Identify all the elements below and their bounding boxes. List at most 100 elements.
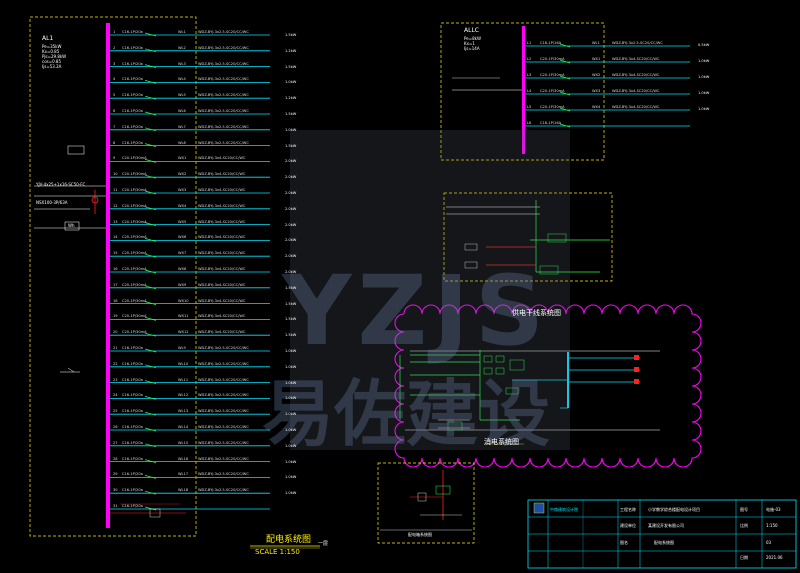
tb-label-drawing: 图名 [620,540,628,545]
circuit-cable: WDZ-BYJ-3x4-SC20/CC/WC [198,172,246,177]
param-line: Pe=35kW [42,44,62,49]
drawing-scale: SCALE 1:150 [255,548,300,556]
breaker-symbol [144,253,157,258]
circuit-cable: WDZ-BYJ-3x2.5-SC20/CC/WC [198,393,249,398]
tb-label-no: 图号 [740,507,748,512]
circuit-cable: WDZ-BYJ-3x4-SC20/CC/WC [198,330,246,335]
breaker-symbol [559,59,571,64]
circuit-number: 6 [113,109,116,113]
title-block [527,499,797,569]
breaker-symbol [559,107,571,112]
breaker-symbol [144,269,157,274]
circuit-load: 1.0kW [698,59,710,63]
circuit-code: WL16 [178,456,189,461]
circuit-load: 1.0kW [285,475,297,480]
circuit-code: WX8 [178,267,187,271]
circuit-number: 18 [113,298,118,303]
breaker-symbol [144,459,157,463]
circuit-breaker: C16-1P/20a [122,472,143,477]
fire-system-cloud [394,304,702,468]
circuit-number: 8 [113,140,116,145]
circuit-breaker: C20-1P/30mA [540,105,565,109]
circuit-load: 1.5kW [285,112,297,116]
circuit-code: WX12 [178,330,189,335]
circuit-number: 5 [113,93,116,98]
circuit-breaker: C16-1P/20a [122,409,143,414]
circuit-load: 2.0kW [285,191,297,195]
panel-al1-label: AL1 [42,35,54,42]
circuit-breaker: C20-1P/30mA [122,235,147,240]
left-feeders [110,32,270,511]
panel-al1-params: Pe=35kW Kx=0.85 Pjs=29.8kW cos=0.85 Ijs=… [42,44,66,69]
param-line: cos=0.85 [42,59,61,64]
circuit-load: 1.0kW [285,364,297,369]
circuit-load: 1.0kW [285,349,297,353]
drawing-scale-note: 一层 [318,541,329,547]
circuit-cable: WDZ-BYJ-3x2.5-SC20/CC/WC [198,425,249,429]
circuit-number: 1 [113,30,116,34]
circuit-code: WL12 [178,393,189,398]
circuit-cable: WDZ-BYJ-3x4-SC20/CC/WC [612,73,660,77]
breaker-symbol [144,222,157,226]
breaker-symbol [144,190,157,195]
tb-date: 2021.06 [766,555,783,560]
circuit-code: WX2 [178,172,187,177]
circuit-breaker: C16-1P/16A [540,121,562,125]
param-line: Ijs=53.2A [42,64,62,69]
circuit-load: 1.0kW [698,91,710,95]
breaker-symbol [144,48,157,53]
circuit-cable: WDZ-BYJ-3x2.5-SC20/CC/WC [198,472,249,477]
fire-system-diagram [399,350,660,445]
circuit-cable: WDZ-BYJ-3x4-SC20/CC/WC [198,251,246,256]
circuit-load: 1.0kW [285,428,297,432]
circuit-breaker: C20-1P/30mA [122,267,147,271]
tb-company: 中赫建筑设计院 [550,507,578,512]
circuit-cable: WDZ-BYJ-3x4-SC20/CC/WC [198,156,246,161]
circuit-number: 27 [113,440,118,445]
circuit-load: 1.5kW [285,64,297,69]
circuit-cable: WDZ-BYJ-3x4-SC20/CC/WC [612,57,660,61]
circuit-number: 17 [113,282,118,287]
drawing-title: 配电系统图 [266,535,312,545]
circuit-code: WL6 [178,109,186,113]
circuit-breaker: C16-1P/20a [122,124,143,129]
circuit-cable: WDZ-BYJ-3x2.5-SC20/CC/WC [198,440,249,445]
panel-al1-busbar [106,23,110,528]
breaker-symbol [144,285,157,290]
circuit-number: 3 [113,61,116,66]
circuit-breaker: C16-1P/20a [122,361,143,366]
breaker-symbol [144,475,157,479]
circuit-cable: WDZ-BYJ-3x4-SC20/CC/WC [198,267,246,271]
tb-label-scale: 比例 [740,523,748,528]
circuit-number: 2 [113,45,116,50]
breaker-symbol [144,80,157,84]
panel-allc-label: ALLC [464,27,479,34]
circuit-breaker: C16-1P/20a [122,30,143,34]
circuit-breaker: C16-1P/16A [540,41,562,45]
param-line: Ijs=14A [464,46,480,51]
main-info-box [67,145,85,155]
breaker-symbol [144,127,157,132]
circuit-number: 4 [113,77,116,82]
circuit-number: 16 [113,267,118,271]
circuit-load: 2.0kW [285,206,297,211]
right-feeders [525,43,690,128]
breaker-symbol [144,238,157,242]
breaker-symbol [144,206,157,211]
circuit-code: WL7 [178,124,186,129]
watermark-text-latin: YZJS [282,255,550,367]
circuit-code: WL2 [178,45,186,50]
tb-drawing: 配电系统图 [654,540,674,545]
circuit-code: WX10 [178,298,189,303]
circuit-code: WL14 [178,425,189,429]
breaker-symbol [144,95,157,100]
circuit-cable: WDZ-BYJ-3x2.5-SC20/CC/WC [198,30,249,34]
circuit-code: WL11 [178,377,189,382]
circuit-breaker: C20-1P/30mA [122,282,147,287]
control-box-contents [446,200,610,275]
circuit-number: 11 [113,188,118,192]
circuit-load: 2.0kW [285,159,297,164]
circuit-cable: WDZ-BYJ-3x2.5-SC20/CC/WC [198,488,249,493]
circuit-number: 9 [113,156,116,161]
